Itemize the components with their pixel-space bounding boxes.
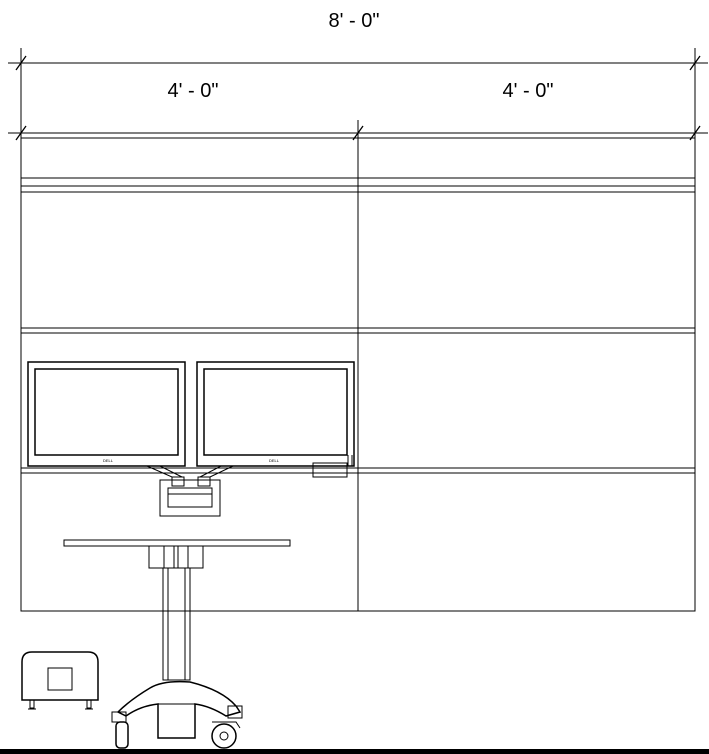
tick-mark bbox=[15, 125, 27, 141]
caster-right bbox=[211, 705, 243, 749]
right-panel-dimension-label: 4' - 0" bbox=[503, 80, 554, 102]
cart-tabletop bbox=[63, 539, 291, 547]
mobile-cart bbox=[63, 539, 291, 749]
caster-left bbox=[111, 711, 129, 749]
monitor-right: DELL bbox=[196, 361, 355, 467]
monitor-arm bbox=[146, 465, 234, 517]
left-panel-dimension-label: 4' - 0" bbox=[168, 80, 219, 102]
overall-dimension-label: 8' - 0" bbox=[329, 10, 380, 32]
arm-mount-plate bbox=[159, 479, 221, 517]
floor-line bbox=[0, 749, 709, 754]
wall-outlet-box bbox=[312, 455, 353, 478]
monitor-brand-label: DELL bbox=[269, 458, 280, 463]
cart-base bbox=[116, 680, 242, 739]
dimension-overall: 8' - 0" bbox=[8, 10, 708, 138]
tick-mark bbox=[689, 55, 701, 71]
monitor-left: DELL bbox=[27, 361, 186, 467]
dimension-panels: 4' - 0" 4' - 0" bbox=[8, 80, 708, 141]
cart-column bbox=[162, 567, 191, 681]
monitor-brand-label: DELL bbox=[103, 458, 114, 463]
floor-speaker bbox=[21, 651, 99, 710]
wall-panels bbox=[20, 137, 696, 612]
tick-mark bbox=[15, 55, 27, 71]
